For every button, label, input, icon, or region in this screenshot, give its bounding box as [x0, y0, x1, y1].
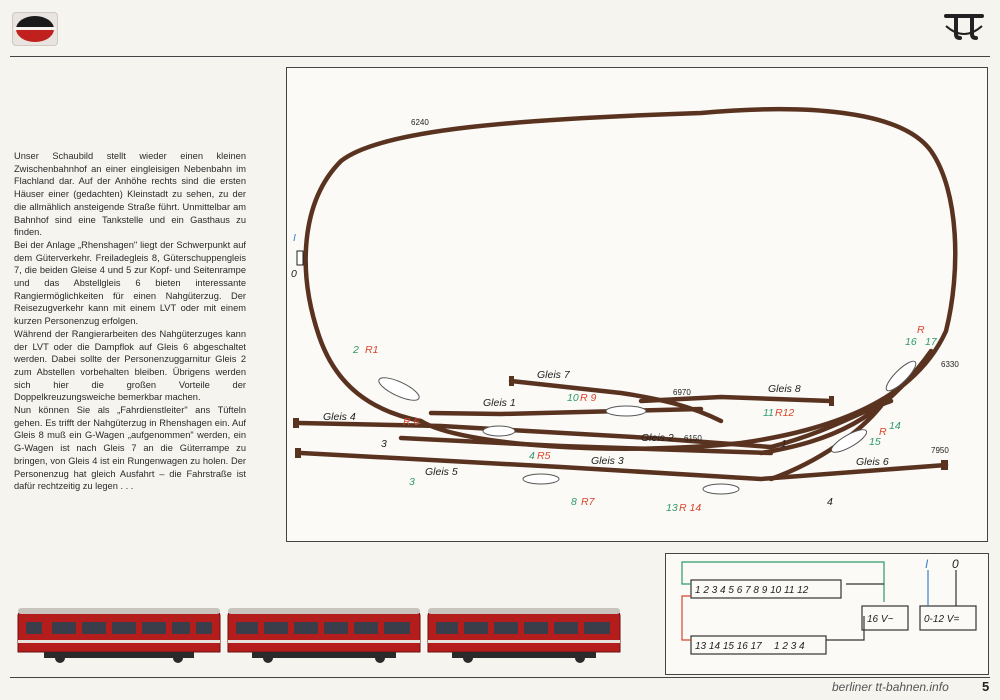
railcar-3 [427, 608, 621, 663]
signal-r5: R5 [537, 450, 551, 462]
plan-o-label: 0 [291, 268, 297, 280]
signal-r7: R7 [581, 496, 596, 508]
plan-i-label: I [293, 232, 296, 244]
track-label-gleis-5: Gleis 5 [425, 466, 458, 478]
signal-4: 4 [529, 450, 535, 462]
track-label-gleis-3: Gleis 3 [591, 455, 624, 467]
track-label-gleis-1: Gleis 1 [483, 397, 516, 409]
track-plan: 6240 6970 6150 6330 7950 Gleis 1 Gleis 2… [286, 67, 988, 542]
track-label-gleis-7: Gleis 7 [537, 369, 571, 381]
track-label-gleis-6: Gleis 6 [856, 456, 889, 468]
signal-1: 1 [781, 438, 787, 450]
footer-rule [10, 677, 990, 678]
wiring-diagram: 1 2 3 4 5 6 7 8 9 10 11 12 13 14 15 16 1… [665, 553, 989, 675]
signal-r6: R 6 [403, 416, 420, 428]
signal-r12: R12 [775, 407, 794, 419]
footer-site: berliner tt-bahnen.info [832, 680, 949, 694]
signal-10: 10 [567, 392, 579, 404]
signal-8: 8 [571, 496, 577, 508]
part-number-6970: 6970 [673, 388, 691, 397]
railcar-illustration [17, 608, 621, 663]
railcar-1 [17, 608, 221, 663]
header-rule [10, 56, 990, 57]
signal-3: 3 [381, 438, 387, 450]
part-number-7950: 7950 [931, 446, 949, 455]
signal-r9: R 9 [580, 392, 597, 404]
signal-r14: R 14 [679, 502, 701, 514]
track-label-gleis-4: Gleis 4 [323, 411, 356, 423]
railcar-2 [227, 608, 421, 663]
tt-scale-logo-icon [944, 14, 984, 40]
track-label-gleis-2: Gleis 2 [641, 432, 674, 444]
wiring-i-label: I [925, 557, 929, 571]
signal-4-black: 4 [827, 496, 833, 508]
wiring-diagram-drawing: 1 2 3 4 5 6 7 8 9 10 11 12 13 14 15 16 1… [681, 557, 977, 655]
signal-17: 17 [925, 336, 938, 348]
wiring-row2-a: 13 14 15 16 17 [695, 641, 762, 652]
signal-3-green: 3 [409, 476, 415, 488]
signal-r15: R [879, 426, 887, 438]
body-text: Unser Schaubild stellt wieder einen klei… [14, 151, 246, 492]
signal-14: 14 [889, 420, 901, 432]
supply-16v: 16 V~ [867, 614, 894, 625]
wiring-row1: 1 2 3 4 5 6 7 8 9 10 11 12 [695, 585, 809, 596]
signal-15: 15 [869, 436, 881, 448]
part-number-6330: 6330 [941, 360, 959, 369]
signal-2: 2 [352, 344, 359, 356]
signal-r17: R [917, 324, 925, 336]
part-number-6150: 6150 [684, 434, 702, 443]
railcar-circle-logo-icon [12, 12, 58, 46]
part-number-6240: 6240 [411, 118, 429, 127]
wiring-row2-b: 1 2 3 4 [774, 641, 805, 652]
track-label-gleis-8: Gleis 8 [768, 383, 801, 395]
track-plan-drawing: 6240 6970 6150 6330 7950 Gleis 1 Gleis 2… [291, 106, 959, 514]
wiring-o-label: 0 [952, 557, 959, 571]
supply-0-12v: 0-12 V= [924, 614, 959, 625]
signal-16: 16 [905, 336, 917, 348]
signal-11: 11 [763, 407, 774, 419]
signal-r1: R1 [365, 344, 378, 356]
page-number: 5 [982, 679, 990, 694]
signal-13: 13 [666, 502, 678, 514]
